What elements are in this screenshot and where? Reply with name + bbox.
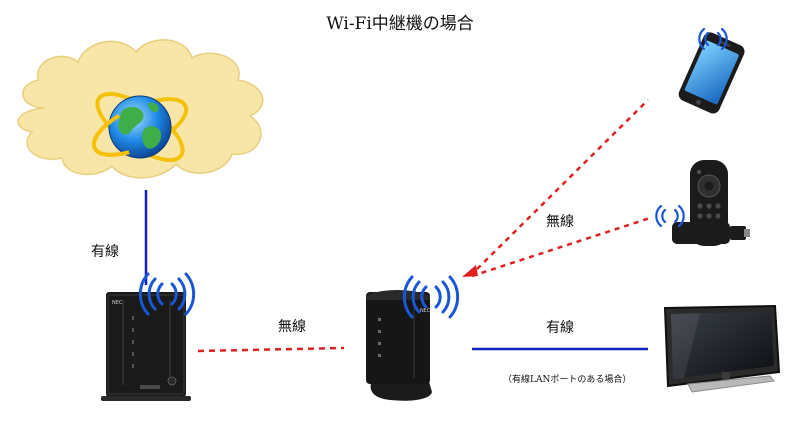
router-body	[106, 292, 186, 397]
television-device	[663, 304, 781, 393]
router-wifi-waves-icon	[138, 272, 196, 316]
repeater-device: NEC	[366, 290, 432, 401]
label-wireless-devices: 無線	[546, 214, 574, 230]
phone-wifi-waves-icon	[698, 27, 728, 51]
router-device: NEC	[101, 292, 191, 401]
router-brand-mark: NEC	[112, 300, 123, 306]
repeater-wifi-waves-icon	[402, 275, 460, 319]
fire-stick	[672, 222, 730, 244]
smartphone-device	[678, 32, 745, 114]
streaming-stick-device	[672, 160, 750, 246]
label-wired-internet: 有線	[91, 244, 119, 260]
router-status-lights	[132, 316, 134, 368]
internet-cloud-icon	[17, 39, 264, 179]
label-wired-tv: 有線	[546, 320, 574, 336]
wireless-line-router-repeater	[197, 346, 345, 353]
stick-wifi-waves-icon	[655, 204, 685, 228]
tv-neck	[722, 372, 730, 384]
router-stand	[101, 396, 191, 401]
tv-base	[687, 375, 775, 393]
label-wired-note: （有線LANポートのある場合）	[503, 375, 632, 385]
wireless-line-streaming-stick	[471, 216, 651, 278]
wireless-line-phone	[469, 99, 649, 277]
label-wireless-router-repeater: 無線	[278, 319, 306, 335]
globe-icon	[91, 91, 189, 163]
tv-screen	[671, 312, 774, 379]
phone-screen	[684, 40, 739, 105]
repeater-body	[366, 292, 430, 384]
repeater-brand-mark: NEC	[420, 308, 431, 314]
wireless-arrow-head	[462, 265, 478, 277]
repeater-status-lights	[378, 318, 381, 357]
diagram-title: Wi-Fi中継機の場合	[326, 14, 474, 34]
